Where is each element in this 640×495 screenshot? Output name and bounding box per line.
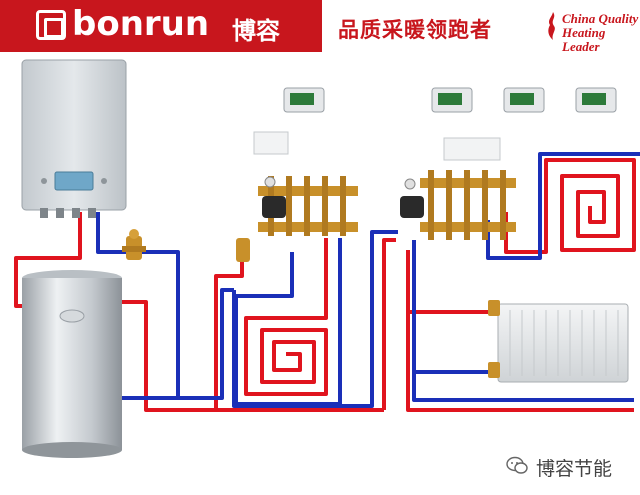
right-coil-return-pipe: [486, 152, 640, 260]
mixing-valve: [122, 229, 146, 260]
brand-name-cn: 博容: [232, 17, 280, 45]
thermostat-1: [283, 87, 325, 113]
thermostat-2: [431, 87, 473, 113]
water-tank: [22, 270, 122, 458]
radiator-return-pipe: [412, 240, 496, 374]
flame-figure-icon: [548, 12, 555, 40]
left-manifold: [236, 176, 358, 262]
header-banner: bonrun 博容 品质采暖领跑者 China Quality Heating …: [0, 0, 640, 54]
tagline-line-1: China Quality: [562, 11, 639, 26]
watermark-text: 博容节能: [536, 458, 613, 480]
right-pump: [400, 196, 424, 218]
left-manifold-return-pipe: [232, 230, 398, 408]
thermostat-4: [575, 87, 617, 113]
supply-pipes: [14, 158, 636, 412]
brand-name: bonrun: [72, 4, 210, 44]
thermostat-3: [503, 87, 545, 113]
wiring-center-left: [253, 131, 289, 155]
radiator: [488, 300, 629, 383]
right-manifold-supply-pipe: [382, 238, 396, 410]
right-coil-supply-pipe: [504, 158, 636, 254]
right-system-supply-pipe: [406, 250, 496, 314]
left-coil-supply-pipe: [244, 238, 328, 396]
left-manifold-supply-pipe: [214, 250, 244, 410]
main-return-header: [178, 288, 234, 400]
slogan: 品质采暖领跑者: [338, 18, 492, 42]
tank-supply-pipe: [122, 300, 384, 412]
radiator-supply-pipe: [406, 312, 634, 412]
wall-boiler: [21, 59, 127, 218]
boiler-return-pipe: [96, 212, 180, 400]
boiler-display: [54, 171, 94, 191]
logo-icon: [36, 10, 66, 40]
right-manifold: [400, 170, 516, 240]
left-pump: [262, 196, 286, 218]
return-pipes: [96, 152, 640, 408]
tagline-line-2: Heating Leader: [562, 25, 606, 54]
tagline: China Quality Heating Leader: [562, 12, 640, 54]
boiler-supply-pipe: [14, 212, 82, 308]
bottom-return-pipe: [412, 372, 634, 402]
wechat-icon: [506, 456, 528, 474]
brand-logo: bonrun 博容: [0, 0, 322, 52]
wiring-center-right: [443, 137, 501, 161]
